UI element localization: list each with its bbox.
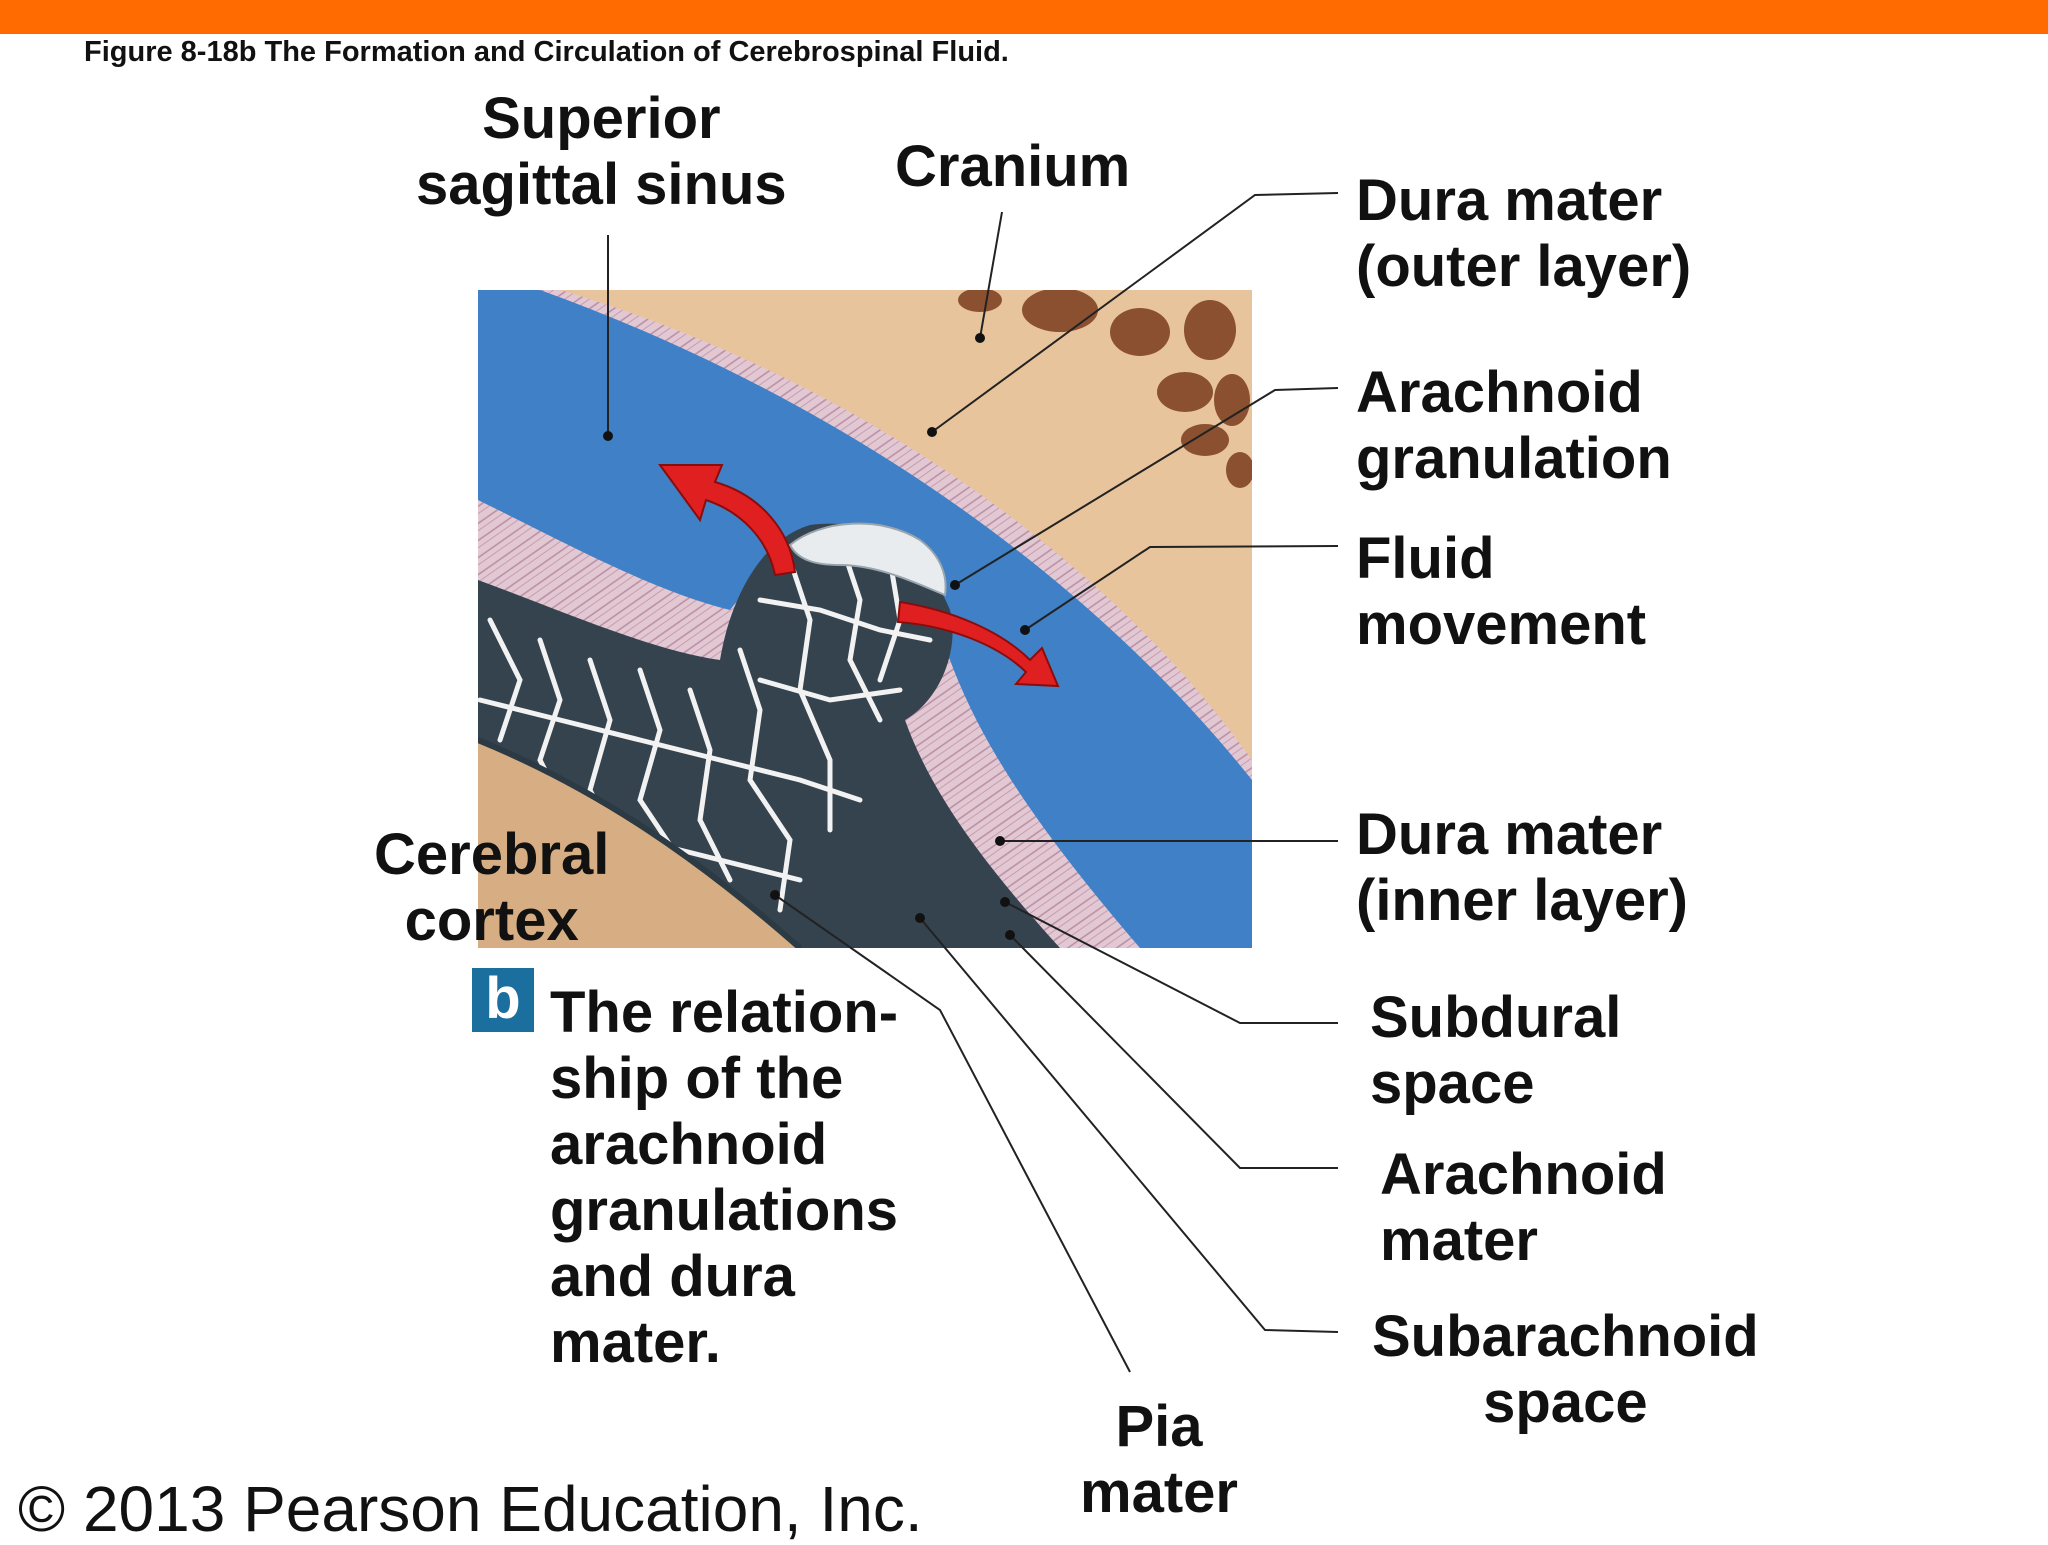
label-arachnoid-mater: Arachnoid mater	[1380, 1142, 1667, 1273]
leader-dots	[603, 333, 1030, 940]
panel-letter-badge: b	[472, 968, 534, 1032]
fluid-arrow-upper	[658, 464, 797, 577]
fluid-arrow-lower	[896, 600, 1060, 688]
label-fluid-movement: Fluid movement	[1356, 526, 1647, 657]
label-cranium: Cranium	[895, 134, 1131, 199]
cerebral-cortex-tissue	[478, 740, 800, 948]
leader-lines	[607, 192, 1339, 1373]
label-dura-mater-inner: Dura mater (inner layer)	[1356, 802, 1688, 933]
top-accent-bar	[0, 0, 2048, 34]
granulation-cap	[788, 522, 947, 597]
label-superior-sagittal-sinus: Superior sagittal sinus	[416, 86, 787, 217]
label-subdural-space: Subdural space	[1370, 985, 1622, 1116]
bone-cavities	[958, 290, 1252, 488]
copyright-notice: © 2013 Pearson Education, Inc.	[18, 1473, 923, 1545]
label-cerebral-cortex: Cerebral cortex	[374, 822, 610, 953]
label-dura-mater-outer: Dura mater (outer layer)	[1356, 168, 1692, 299]
label-subarachnoid-space: Subarachnoid space	[1372, 1304, 1759, 1435]
label-arachnoid-granulation: Arachnoid granulation	[1356, 360, 1672, 491]
panel-description: The relation- ship of the arachnoid gran…	[550, 980, 899, 1375]
figure-caption: Figure 8-18b The Formation and Circulati…	[84, 36, 1009, 68]
label-pia-mater: Pia mater	[1080, 1394, 1238, 1525]
